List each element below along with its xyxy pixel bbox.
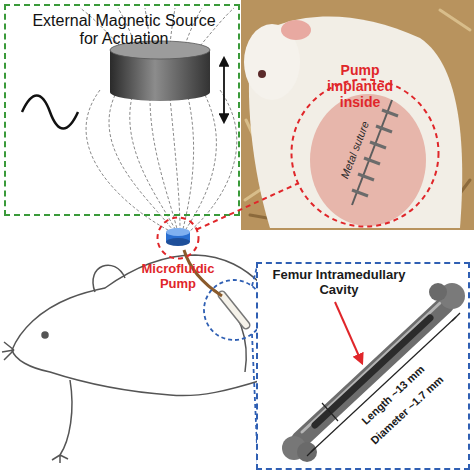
field-lines: [186, 95, 216, 229]
box-title: External Magnetic Source for Actuation: [24, 12, 224, 49]
pump-circle: Microfluidic Pump: [156, 216, 200, 260]
motion-arrow: [223, 58, 225, 122]
rat-drawing: [2, 255, 262, 463]
dimension-lines: [311, 317, 456, 452]
rat-photo: [376, 126, 392, 132]
femur-small: [222, 295, 246, 325]
rat-drawing: [42, 332, 48, 338]
field-lines: [86, 90, 168, 230]
field-lines: [183, 97, 194, 229]
rat-photo: [241, 0, 474, 230]
field-lines: [170, 98, 180, 229]
zoom-leader: [204, 263, 264, 468]
rat-photo: [364, 158, 380, 164]
suture-label: Metal suture: [338, 119, 371, 180]
rat-photo: [382, 110, 398, 116]
femur-small: [222, 295, 246, 325]
field-lines: [109, 95, 172, 229]
pump-symbol: [166, 228, 190, 246]
rat-drawing: [2, 342, 14, 360]
femur-image: [300, 305, 445, 440]
rat-photo: [370, 142, 386, 148]
dimension-lines: [307, 313, 460, 456]
rat-photo: [281, 20, 311, 40]
sine-wave-symbol: [22, 96, 78, 129]
dimension-lines: [322, 403, 338, 421]
actuation-box: External Magnetic Source for Actuation: [4, 4, 240, 216]
rat-drawing: [12, 350, 262, 396]
femur-image: [297, 442, 317, 462]
implant-circle: Pump implanted insideMetal suture: [290, 78, 440, 228]
rat-photo: [358, 174, 374, 180]
circle-outline: [158, 218, 199, 259]
pointer-arrow: [335, 302, 362, 363]
field-lines: [150, 98, 177, 229]
rat-drawing: [12, 255, 262, 350]
pump-symbol: [166, 228, 190, 236]
femur-panel: Femur Intramedullary CavityLength ~13 mm…: [256, 262, 470, 470]
femur-image: [302, 303, 440, 432]
rat-photo: [310, 94, 426, 226]
zoom-leader: [204, 280, 264, 340]
pump-symbol: [166, 238, 190, 246]
dimension-lines: [307, 448, 315, 456]
circle-outline: [156, 216, 200, 260]
rat-photo: [258, 70, 266, 78]
femur-image: [429, 283, 447, 301]
field-lines: [190, 90, 237, 231]
rat-photo: [241, 0, 474, 230]
pump-label: Microfluidic Pump: [134, 262, 222, 292]
rat-photo: [440, 10, 470, 30]
rat-drawing: [215, 290, 246, 372]
panel-background: [257, 263, 469, 469]
rat-drawing: [93, 265, 125, 292]
magnet-cylinder: [110, 83, 210, 101]
femur-small: [222, 295, 246, 325]
magnet-cylinder: [110, 41, 210, 101]
rat-photo: [352, 190, 368, 196]
cavity-label: Femur Intramedullary Cavity: [264, 268, 414, 298]
leader-connector: [197, 183, 298, 229]
implant-label: Pump implanted inside: [320, 62, 400, 110]
dimension-lines: [452, 313, 460, 321]
rat-drawing: [52, 380, 72, 463]
field-lines: [130, 97, 175, 229]
femur-image: [282, 283, 465, 462]
